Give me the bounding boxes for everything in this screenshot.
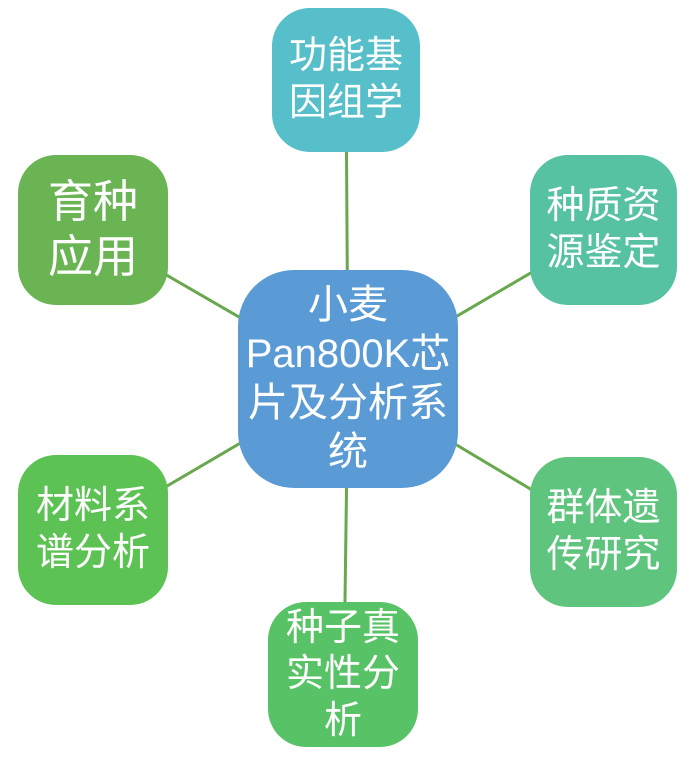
node-germplasm-identification-label: 种质资源鉴定 xyxy=(546,184,661,275)
node-germplasm-identification: 种质资源鉴定 xyxy=(530,155,677,305)
node-population-genetics: 群体遗传研究 xyxy=(530,457,677,607)
node-seed-authenticity-label: 种子真实性分析 xyxy=(285,606,400,742)
node-functional-genomics: 功能基因组学 xyxy=(272,8,420,152)
node-center-pan800k-system-label: 小麦Pan800K芯片及分析系统 xyxy=(245,283,451,474)
node-population-genetics-label: 群体遗传研究 xyxy=(546,486,661,577)
node-breeding-application: 育种应用 xyxy=(18,155,168,305)
node-pedigree-analysis: 材料系谱分析 xyxy=(18,455,168,605)
node-seed-authenticity: 种子真实性分析 xyxy=(268,602,418,747)
node-breeding-application-label: 育种应用 xyxy=(47,176,138,282)
node-pedigree-analysis-label: 材料系谱分析 xyxy=(35,484,150,575)
node-functional-genomics-label: 功能基因组学 xyxy=(288,34,403,125)
node-center-pan800k-system: 小麦Pan800K芯片及分析系统 xyxy=(238,270,458,488)
